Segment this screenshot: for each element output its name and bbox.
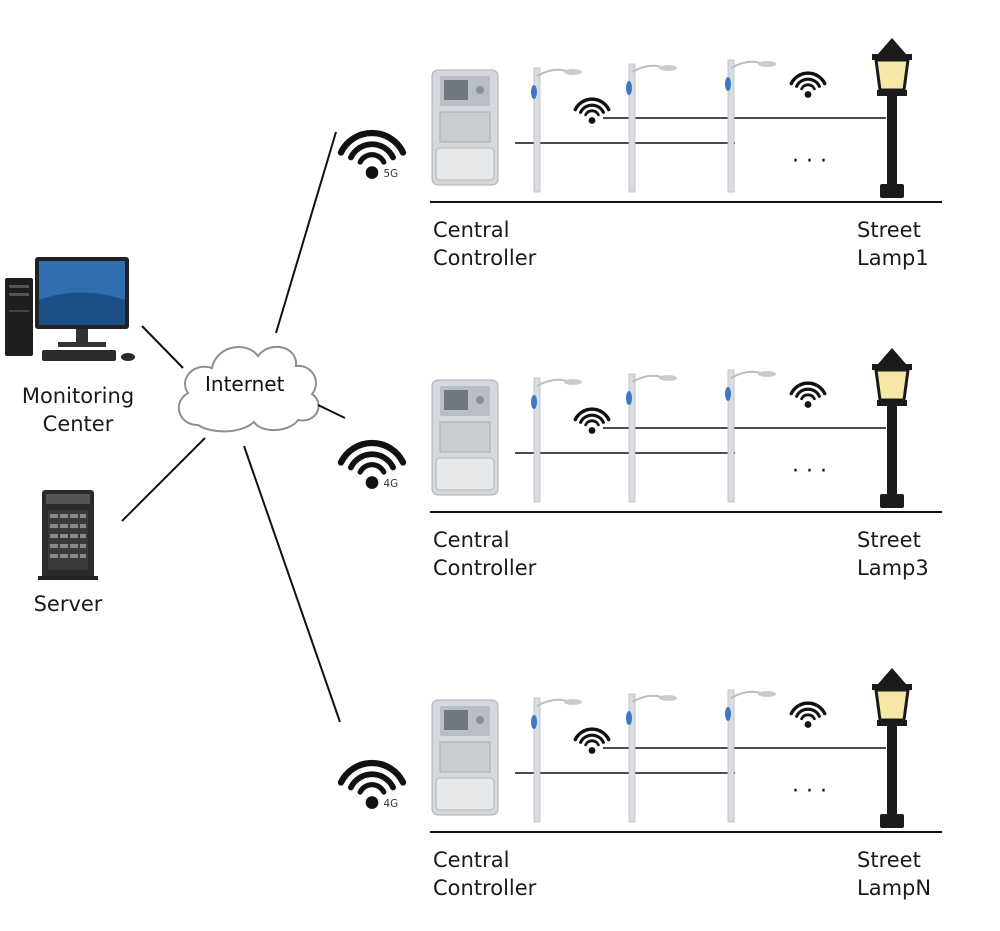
internet-cloud-icon — [177, 346, 320, 433]
street-light-pole-icon — [626, 63, 677, 193]
street-lamp-icon — [872, 668, 912, 828]
street-light-pole-icon — [725, 369, 776, 503]
street-lamp-label-line: LampN — [857, 876, 932, 900]
central-controller-label-line: Controller — [433, 876, 537, 900]
wireless-node-icon — [573, 407, 611, 434]
cellular-wifi-icon: 4G — [337, 759, 407, 810]
wireless-node-icon — [573, 97, 611, 124]
street-lamp-label-line: Street — [857, 848, 921, 872]
street-lamp-label-line: Lamp1 — [857, 246, 929, 270]
street-light-pole-icon — [531, 697, 582, 823]
street-light-pole-icon — [531, 67, 582, 193]
server-label: Server — [18, 590, 118, 618]
signal-type-label: 4G — [384, 798, 399, 810]
server-label-text: Server — [33, 592, 103, 616]
street-light-pole-icon — [725, 59, 776, 193]
monitoring-label-line2: Center — [42, 412, 114, 436]
more-lamps-ellipsis: · · · — [792, 459, 827, 484]
monitoring-label-line1: Monitoring — [21, 384, 135, 408]
central-controller-label-line: Controller — [433, 246, 537, 270]
monitoring-link-line — [141, 325, 184, 369]
street-row: 4G · · · — [337, 348, 942, 513]
more-lamps-ellipsis: · · · — [792, 779, 827, 804]
central-controller-label-line: Central — [433, 218, 510, 242]
wireless-node-icon — [573, 727, 611, 754]
street-light-pole-icon — [725, 689, 776, 823]
street-row: 4G · · · — [337, 668, 942, 833]
wireless-node-icon — [789, 71, 827, 98]
street-rows: 5G · · · 4G · · · 4G · · · — [337, 38, 942, 833]
server-icon — [38, 490, 98, 580]
signal-type-label: 5G — [384, 168, 399, 180]
monitoring-computer-icon — [5, 257, 135, 361]
cellular-wifi-icon: 5G — [337, 129, 407, 180]
street-light-pole-icon — [626, 693, 677, 823]
central-controller-label-line: Central — [433, 848, 510, 872]
wireless-node-icon — [789, 381, 827, 408]
signal-type-label: 4G — [384, 478, 399, 490]
wireless-node-icon — [789, 701, 827, 728]
central-controller-meter-icon — [431, 69, 499, 186]
central-controller-label-line: Controller — [433, 556, 537, 580]
street-lamp-label-line: Street — [857, 218, 921, 242]
cloud-link-row2 — [317, 404, 346, 419]
more-lamps-ellipsis: · · · — [792, 149, 827, 174]
monitoring-center-label: Monitoring Center — [18, 382, 138, 438]
cloud-link-row1 — [275, 131, 337, 334]
street-light-pole-icon — [626, 373, 677, 503]
street-lamp-label-line: Lamp3 — [857, 556, 929, 580]
server-link-line — [121, 437, 206, 522]
cloud-link-row3 — [243, 445, 341, 723]
street-light-pole-icon — [531, 377, 582, 503]
street-row: 5G · · · — [337, 38, 942, 203]
central-controller-label-line: Central — [433, 528, 510, 552]
central-controller-meter-icon — [431, 379, 499, 496]
central-controller-meter-icon — [431, 699, 499, 816]
internet-label: Internet — [205, 372, 285, 396]
street-lamp-icon — [872, 348, 912, 508]
cellular-wifi-icon: 4G — [337, 439, 407, 490]
street-lamp-label-line: Street — [857, 528, 921, 552]
street-lamp-icon — [872, 38, 912, 198]
